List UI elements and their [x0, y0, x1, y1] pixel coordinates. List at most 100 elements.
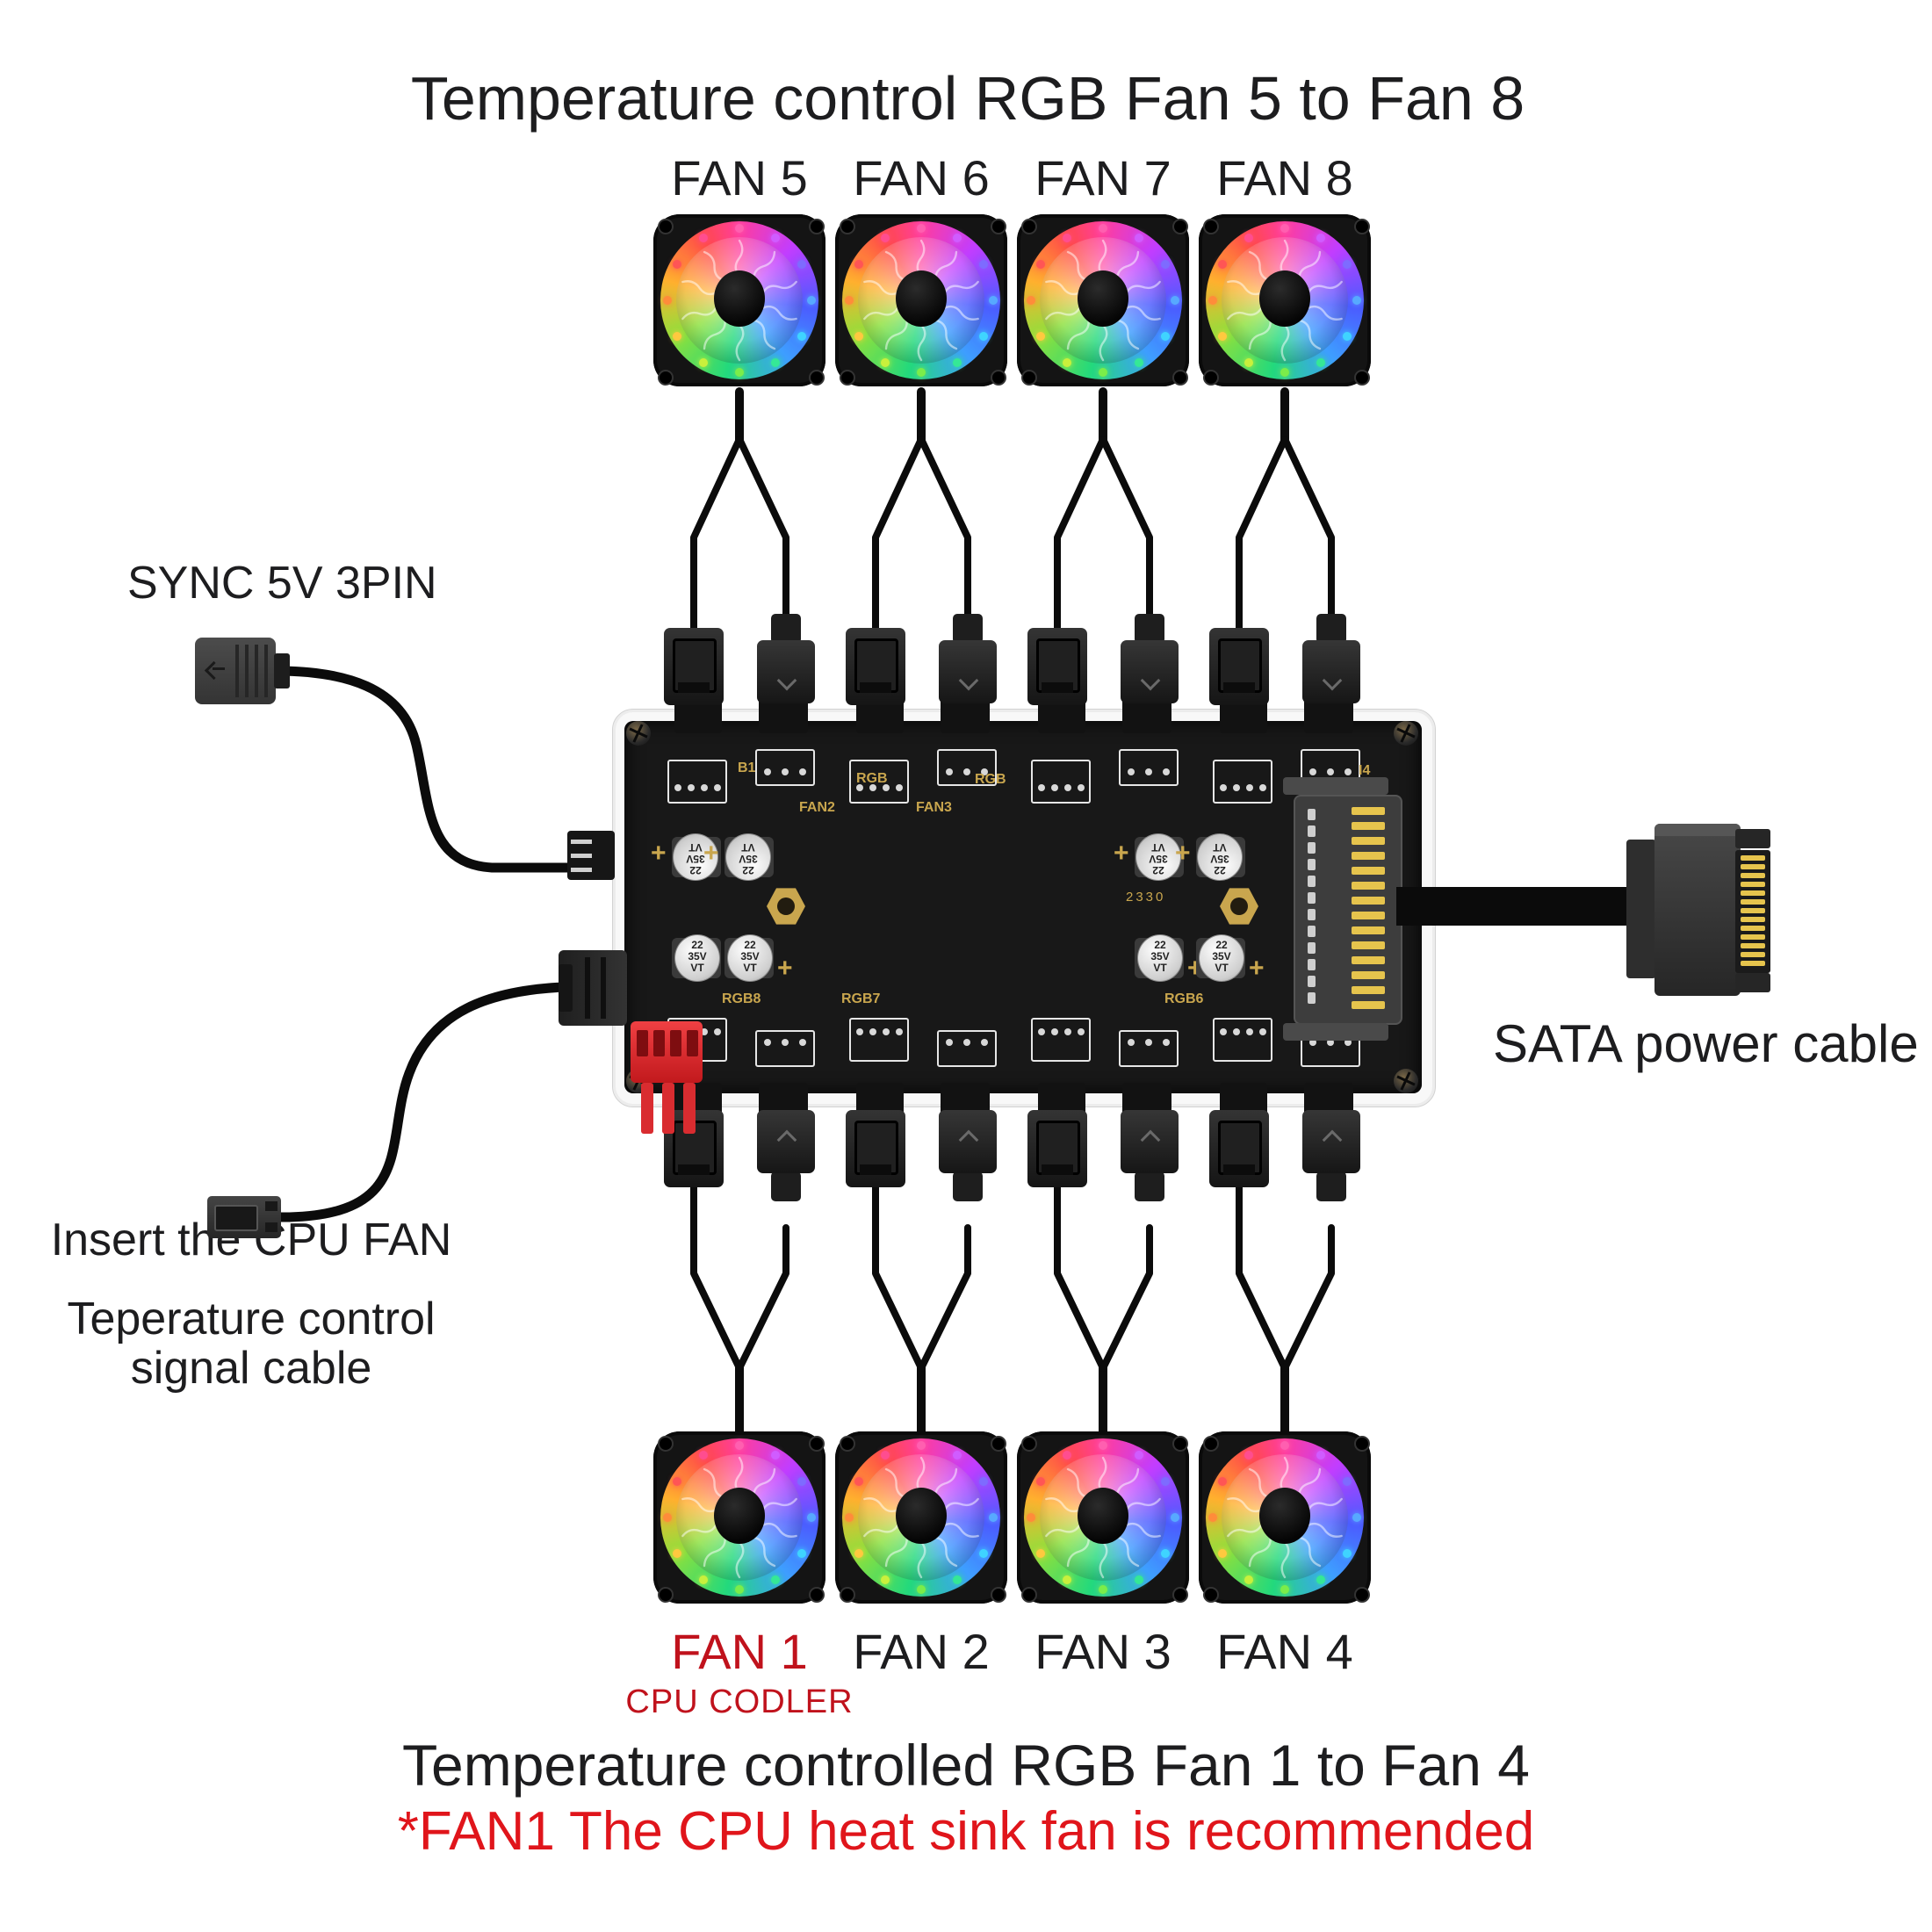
- fan-screw-hole: [1172, 370, 1188, 386]
- connector-nub: [1135, 614, 1164, 644]
- plug-ridge: [601, 957, 606, 1019]
- lightning-stroke: [1307, 1497, 1343, 1511]
- pin: [856, 1028, 863, 1035]
- fan-lightning-pattern: [863, 1456, 979, 1579]
- fan-screw-hole: [1203, 1587, 1219, 1603]
- fan-led-dot: [1343, 260, 1352, 269]
- sata-lug: [1735, 829, 1770, 848]
- sata-gold-pin: [1741, 917, 1765, 922]
- socket-gold-pin: [1352, 822, 1385, 830]
- lightning-stroke: [1125, 305, 1161, 321]
- fan-sublabel-text: CPU CODLER: [625, 1683, 854, 1720]
- pin: [799, 768, 806, 775]
- fan-led-dot: [917, 224, 926, 233]
- capacitor-text-line: VT: [1151, 840, 1165, 854]
- lightning-stroke: [1099, 323, 1108, 362]
- fan-lightning-pattern: [1227, 1456, 1343, 1579]
- fan-led-dot: [845, 1513, 854, 1522]
- socket-gold-pin: [1352, 882, 1385, 890]
- socket-pin: [1308, 859, 1316, 870]
- socket-pin: [1308, 876, 1316, 887]
- connector-lip: [678, 682, 710, 693]
- lightning-stroke: [1298, 1536, 1322, 1568]
- fan-label-text: FAN 3: [1034, 1624, 1171, 1679]
- pcb-label: FAN2: [799, 800, 835, 815]
- connector-nub: [771, 614, 801, 644]
- pcb-label: RGB6: [1164, 991, 1204, 1006]
- pin: [869, 784, 876, 791]
- pin: [883, 1028, 890, 1035]
- plug-step: [559, 964, 573, 1012]
- socket-gold-pin: [1352, 956, 1385, 964]
- pin-socket-outline: [1213, 1018, 1272, 1062]
- fan-led-dot: [1343, 332, 1352, 341]
- fan-label: FAN 5: [653, 149, 825, 214]
- arrow-icon: [204, 660, 224, 681]
- fan-led-dot: [1099, 1585, 1107, 1594]
- ridge: [235, 645, 239, 697]
- pin: [1309, 768, 1316, 775]
- fan-screw-hole: [809, 219, 825, 234]
- fan-led-dot: [881, 1575, 890, 1584]
- socket-pin: [1308, 942, 1316, 954]
- lightning-stroke: [884, 250, 908, 282]
- fan-screw-hole: [991, 370, 1006, 386]
- fan-led-dot: [735, 368, 744, 377]
- fan-screw-hole: [1354, 1436, 1370, 1452]
- lightning-stroke: [703, 319, 726, 350]
- plus-mark: +: [1249, 954, 1265, 983]
- lightning-stroke: [703, 250, 726, 282]
- rgb-fan-image: [1199, 1431, 1371, 1604]
- fan-led-dot: [1280, 224, 1289, 233]
- capacitor-text-line: 22: [691, 939, 703, 951]
- fan-cable: [690, 436, 743, 634]
- fan-hub-cap: [1078, 270, 1128, 327]
- lightning-stroke: [681, 1524, 717, 1538]
- lightning-stroke: [1066, 319, 1090, 350]
- pin: [1128, 1039, 1135, 1046]
- socket-pin: [1308, 825, 1316, 837]
- pin: [869, 1028, 876, 1035]
- fan-led-dot: [1063, 358, 1071, 367]
- fan-screw-hole: [809, 1587, 825, 1603]
- pin: [701, 1028, 708, 1035]
- capacitor-text-line: 35V: [740, 950, 760, 963]
- rgb-fan-image: [653, 214, 825, 386]
- lightning-stroke: [943, 305, 979, 321]
- connector-lip: [1042, 682, 1073, 693]
- lightning-stroke: [1066, 1467, 1090, 1499]
- connector-nub: [953, 1171, 983, 1201]
- lightning-stroke: [735, 323, 745, 362]
- pin: [856, 784, 863, 791]
- lightning-stroke: [863, 306, 899, 321]
- pin: [1246, 1028, 1253, 1035]
- fan-unit-bottom: FAN 3: [1017, 1431, 1189, 1680]
- pin: [714, 784, 721, 791]
- connector-body: [1302, 1110, 1360, 1173]
- bottom-title: Temperature controlled RGB Fan 1 to Fan …: [402, 1733, 1530, 1798]
- fan-led-dot: [1063, 1451, 1071, 1460]
- fan-led-dot: [1135, 234, 1143, 242]
- lightning-stroke: [884, 319, 908, 350]
- fan-led-dot: [1352, 296, 1361, 305]
- connector-nub: [1135, 1171, 1164, 1201]
- red-prong: [662, 1083, 674, 1134]
- fan-hub-cap: [1259, 270, 1310, 327]
- fan-led-dot: [807, 1513, 816, 1522]
- pin: [1128, 768, 1135, 775]
- fan-led-dot: [1343, 1549, 1352, 1558]
- fan-screw-hole: [658, 370, 674, 386]
- fan-led-dot: [1316, 358, 1325, 367]
- capacitor-text-line: VT: [1153, 962, 1167, 975]
- lightning-stroke: [1116, 1536, 1140, 1568]
- socket-pin: [1308, 842, 1316, 854]
- fan-hub-cap: [896, 270, 947, 327]
- fan-screw-hole: [809, 370, 825, 386]
- socket-gold-pin: [1352, 837, 1385, 845]
- pin-socket-outline: [1031, 1018, 1091, 1062]
